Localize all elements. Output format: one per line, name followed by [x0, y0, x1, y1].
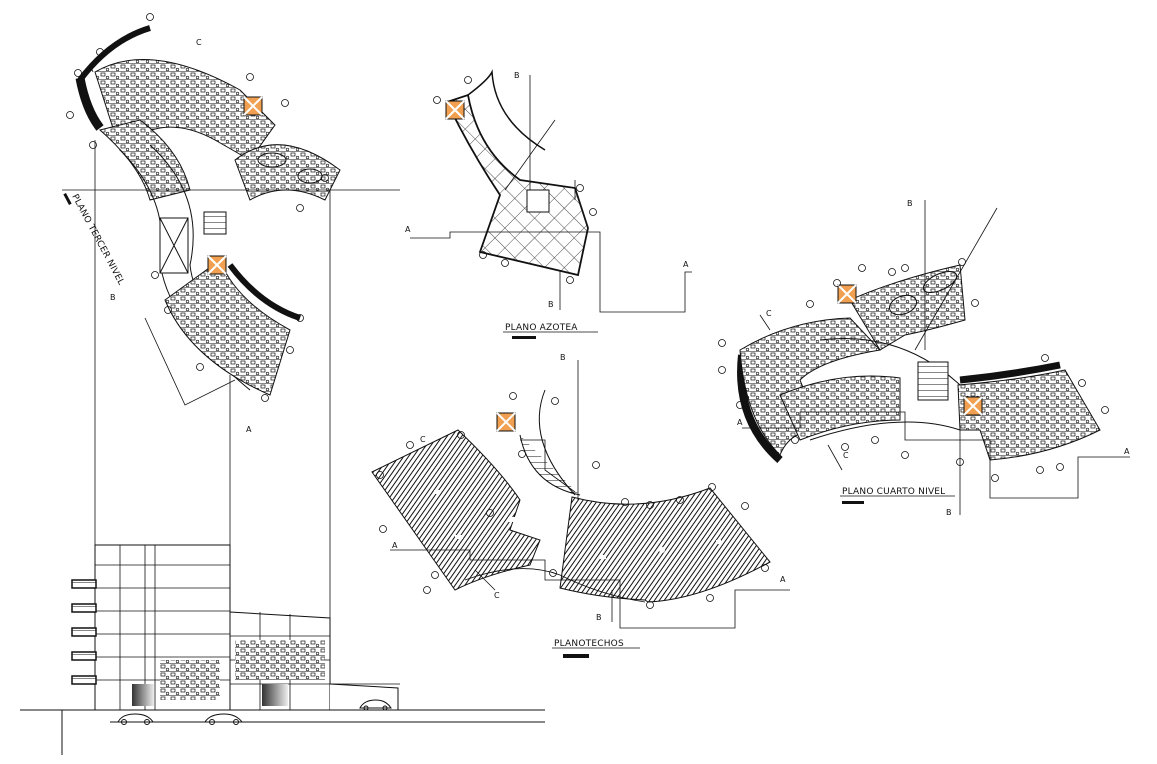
grid-axis-bubble-icon	[718, 258, 1109, 482]
grid-axis-bubble-icon	[66, 13, 329, 402]
guide-line	[504, 119, 556, 191]
section-mark-a: A	[1124, 447, 1130, 456]
section-mark-b: B	[514, 71, 520, 80]
section-mark-a: A	[88, 65, 94, 74]
section-line-a	[742, 411, 1130, 499]
section-mark-b: B	[946, 508, 952, 517]
title-bar	[842, 501, 864, 504]
interior-detail	[160, 660, 220, 700]
interior-detail	[235, 640, 325, 680]
section-mark-b: B	[596, 613, 602, 622]
curved-wall	[75, 77, 104, 131]
grid-axis-bubble-icon	[376, 392, 769, 609]
section-line-c	[827, 444, 843, 471]
roof-slab	[445, 93, 589, 277]
outer-wall	[77, 25, 151, 82]
east-thick-wall	[959, 361, 1061, 384]
title-bar	[563, 654, 589, 658]
section-mark-a: A	[737, 418, 743, 427]
section-mark-a: A	[405, 225, 411, 234]
wing-center	[779, 375, 901, 441]
roof-curve	[467, 69, 546, 151]
stair	[917, 361, 949, 401]
roof-curve	[538, 389, 576, 496]
section-mark-b: B	[548, 300, 554, 309]
section-mark-a: A	[246, 425, 252, 434]
section-mark-b: B	[907, 199, 913, 208]
section-mark-c: C	[196, 38, 202, 47]
plano-cuarto-nivel	[718, 200, 1130, 515]
section-mark-a: A	[780, 575, 786, 584]
roof-connector	[519, 434, 581, 496]
oval-table	[922, 270, 958, 294]
plano-azotea-title: PLANO AZOTEA	[505, 323, 578, 333]
outer-thick-wall	[737, 354, 783, 463]
balconies	[71, 579, 97, 685]
south-thick-wall	[227, 263, 301, 321]
shading	[132, 684, 154, 706]
roof-wing-west	[371, 429, 541, 591]
shading	[262, 684, 288, 706]
section-mark-b: B	[560, 353, 566, 362]
roof-edge	[464, 568, 646, 603]
wing-south	[164, 259, 291, 396]
section-mark-c: C	[843, 451, 849, 460]
section-line-c	[759, 314, 771, 331]
section-mark-a: A	[392, 541, 398, 550]
wing-east	[957, 369, 1101, 461]
section-line-a	[144, 317, 236, 406]
plano-tercer-nivel	[62, 13, 400, 672]
section-line-a	[410, 231, 692, 313]
guide-line	[914, 207, 998, 351]
section-line-a	[390, 549, 790, 629]
section-mark-a: A	[683, 260, 689, 269]
section-mark-c: C	[420, 435, 426, 444]
grid-axis-bubble-icon	[433, 76, 597, 284]
plano-cuarto-nivel-title: PLANO CUARTO NIVEL	[842, 487, 945, 497]
oval-table	[888, 294, 918, 316]
plano-techos-title: PLANOTECHOS	[554, 639, 624, 649]
plano-tercer-nivel-title: PLANO TERCER NIVEL	[69, 193, 125, 287]
car-icon	[117, 713, 154, 725]
section-mark-c: C	[766, 309, 772, 318]
roof-wing-east	[559, 487, 771, 603]
east-pod	[234, 144, 341, 201]
building-elevation	[20, 544, 545, 755]
core-box	[526, 189, 550, 213]
wing-west	[98, 119, 191, 201]
oval-table	[257, 152, 287, 168]
plano-azotea	[410, 69, 692, 313]
car-icon	[204, 713, 244, 725]
section-line-c	[474, 569, 496, 591]
section-mark-b: B	[110, 293, 116, 302]
plano-techos	[371, 360, 790, 629]
title-bar	[63, 192, 72, 206]
section-mark-c: C	[494, 591, 500, 600]
car-icon	[359, 699, 392, 711]
title-bar	[512, 336, 536, 339]
stair	[203, 211, 227, 235]
